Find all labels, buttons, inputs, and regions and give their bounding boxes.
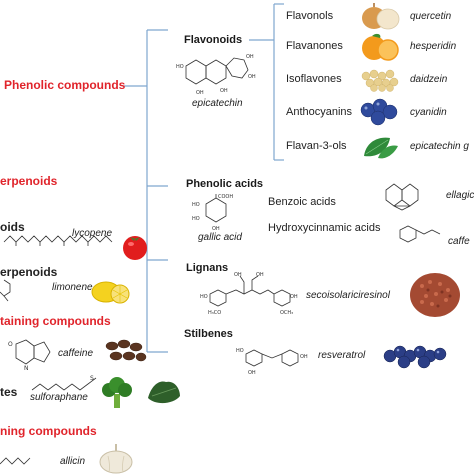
broccoli-icon (102, 377, 132, 408)
ellagic-label: ellagic (446, 190, 474, 201)
daidzein-label: daidzein (410, 74, 448, 85)
orange-icon (362, 33, 399, 61)
isoflavones-label: Isoflavones (286, 73, 342, 85)
carotenoids-label: oids (0, 220, 25, 234)
epicatechin-structure: HO OH OH OH OH (176, 54, 256, 96)
svg-text:OH: OH (234, 272, 242, 278)
gallic-acid-label: gallic acid (198, 232, 242, 243)
svg-text:OH: OH (246, 54, 254, 60)
svg-text:COOH: COOH (218, 194, 233, 200)
tomato-icon (123, 236, 147, 260)
cyanidin-label: cyanidin (410, 107, 447, 118)
sulforaphane-label: sulforaphane (30, 392, 88, 403)
limonene-structure (0, 279, 11, 302)
ellagic-acid-structure (385, 183, 419, 211)
caffeine-structure: O N (8, 339, 51, 372)
blueberries-icon (360, 98, 398, 126)
svg-text:O: O (8, 341, 13, 348)
kale-icon (148, 381, 180, 404)
caffe-label: caffe (448, 236, 470, 247)
flavan-3-ols-label: Flavan-3-ols (286, 140, 347, 152)
nitrogen-compounds-label: taining compounds (0, 314, 111, 328)
epicatechin-label: epicatechin (192, 98, 243, 109)
flavonoid-bracket (249, 3, 284, 161)
epicatechin-g-label: epicatechin g (410, 141, 469, 152)
secoisolariciresinol-structure: OH OH HO OH H₃CO OCH₃ (200, 272, 298, 316)
flavonols-label: Flavonols (286, 10, 334, 22)
grapes-icon (383, 345, 447, 369)
sulforaphane-structure: S (31, 375, 97, 391)
caffeine-label: caffeine (58, 348, 94, 359)
onion-icon (362, 3, 400, 30)
lycopene-label: lycopene (72, 228, 113, 239)
svg-text:HO: HO (192, 202, 200, 208)
flavanones-label: Flavanones (286, 40, 343, 52)
lignans-heading: Lignans (186, 262, 229, 274)
svg-text:S: S (90, 375, 94, 382)
monoterpenoids-label: erpenoids (0, 265, 58, 279)
terpenoids-label: erpenoids (0, 174, 58, 188)
svg-text:OH: OH (248, 74, 256, 80)
svg-text:H₃CO: H₃CO (208, 310, 221, 316)
secoisolariciresinol-label: secoisolariciresinol (306, 290, 390, 301)
hydroxycinnamic-acids-label: Hydroxycinnamic acids (268, 222, 381, 234)
svg-text:OH: OH (220, 88, 228, 94)
svg-text:HO: HO (176, 64, 184, 70)
soybeans-icon (361, 69, 399, 92)
resveratrol-structure: HO OH OH (236, 348, 308, 376)
quercetin-label: quercetin (410, 11, 452, 22)
allicin-label: allicin (60, 456, 86, 467)
gallic-acid-structure: COOH HO HO OH (192, 194, 233, 232)
tea-leaves-icon (364, 137, 398, 159)
svg-text:N: N (24, 365, 29, 372)
phenolic-acids-heading: Phenolic acids (186, 178, 264, 190)
coffee-beans-icon (105, 339, 147, 362)
flaxseed-icon (410, 273, 460, 317)
garlic-icon (99, 444, 133, 474)
limonene-label: limonene (52, 282, 93, 293)
svg-text:HO: HO (192, 216, 200, 222)
benzoic-acids-label: Benzoic acids (268, 196, 336, 208)
svg-text:OH: OH (196, 90, 204, 96)
sulfur-compounds-label: ning compounds (0, 424, 97, 438)
svg-text:OH: OH (290, 294, 298, 300)
svg-text:OCH₃: OCH₃ (280, 310, 293, 316)
resveratrol-label: resveratrol (318, 350, 366, 361)
lemon-icon (91, 281, 130, 304)
hesperidin-label: hesperidin (410, 41, 457, 52)
main-category-label: Phenolic compounds (4, 78, 126, 92)
flavonoids-heading: Flavonoids (184, 34, 243, 46)
svg-text:OH: OH (300, 354, 308, 360)
allicin-structure (0, 457, 31, 465)
svg-text:HO: HO (200, 294, 208, 300)
caffeic-acid-structure (399, 225, 441, 243)
anthocyanins-label: Anthocyanins (286, 106, 353, 118)
stilbenes-heading: Stilbenes (184, 328, 233, 340)
svg-text:HO: HO (236, 348, 244, 354)
svg-text:OH: OH (212, 226, 220, 232)
svg-text:OH: OH (256, 272, 264, 278)
main-bracket (124, 29, 168, 353)
svg-text:OH: OH (248, 370, 256, 376)
glucosinolates-label: tes (0, 385, 18, 399)
lycopene-structure (3, 235, 113, 246)
